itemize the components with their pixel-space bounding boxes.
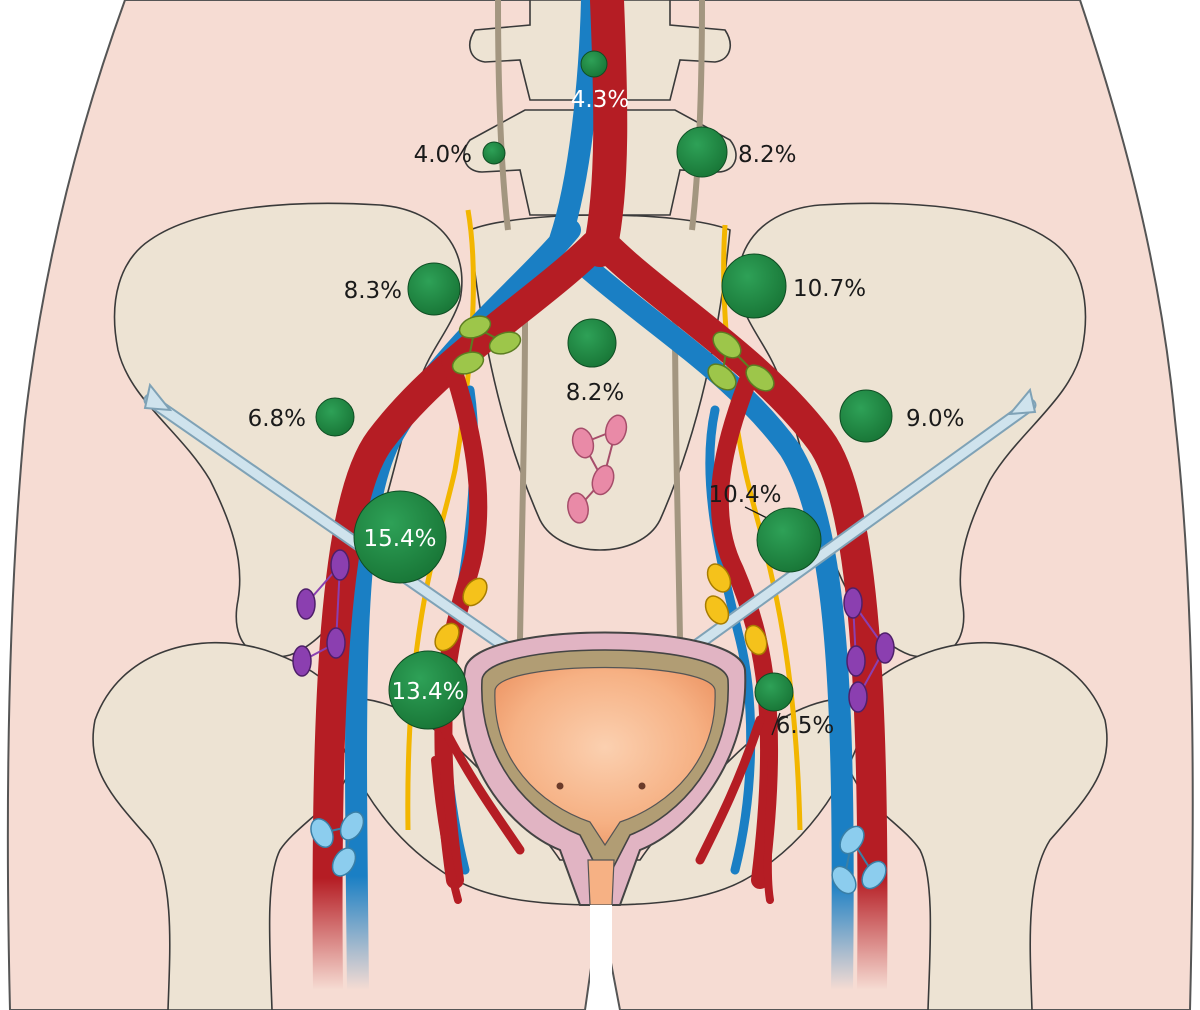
lymph-node-chains: [292, 315, 895, 895]
node-marker-external-iliac-upper-left: [839, 389, 893, 443]
left-femur-bone: [843, 641, 1108, 1010]
common-iliac-lymph-green: [451, 315, 775, 392]
node-label-obturator-right: 13.4%: [391, 679, 464, 705]
node-marker-paracaval-right: [482, 141, 506, 165]
node-label-paracaval-right: 4.0%: [414, 142, 472, 168]
bladder: [461, 631, 747, 1010]
left-iliac-vein: [579, 259, 854, 1001]
node-marker-obturator-right: [388, 650, 468, 730]
inguinal-lymph-blue: [310, 811, 887, 895]
node-marker-obturator-left: [754, 672, 794, 712]
node-label-paraaortic-left: 8.2%: [738, 142, 796, 168]
catheters: [143, 382, 1037, 657]
node-label-paraaortic-center: 4.3%: [571, 87, 629, 113]
left-ureteric-orifice: [638, 782, 646, 790]
urethra: [587, 859, 615, 906]
node-label-presacral: 8.2%: [566, 380, 624, 406]
left-catheter-tip: [1007, 387, 1037, 416]
left-common-iliac-artery: [590, 230, 888, 1005]
metastasis-markers: 4.3% 4.0% 8.2% 8.3% 10.7% 8.2% 6.8% 9.0%…: [248, 50, 964, 739]
arteries: [312, 0, 888, 1005]
left-ureter: [721, 224, 803, 831]
node-marker-common-iliac-right: [407, 262, 461, 316]
node-label-common-iliac-right: 8.3%: [344, 278, 402, 304]
presacral-lymph-pink: [567, 414, 628, 524]
node-marker-external-iliac-right: [353, 490, 447, 584]
vena-cava: [549, 0, 603, 251]
node-marker-external-iliac-upper-right: [315, 397, 355, 437]
leader-line-6-5: [771, 712, 781, 736]
node-label-external-iliac-right: 15.4%: [363, 526, 436, 552]
node-marker-common-iliac-left: [721, 253, 787, 319]
node-marker-paraaortic-left: [676, 126, 728, 178]
node-label-internal-iliac-left: 10.4%: [708, 482, 781, 508]
node-label-external-iliac-upper-left: 9.0%: [906, 406, 964, 432]
right-ureteric-orifice: [556, 782, 564, 790]
external-iliac-lymph-purple: [292, 549, 895, 713]
right-femur-bone: [92, 641, 357, 1010]
node-label-common-iliac-left: 10.7%: [793, 276, 866, 302]
urethral-opening: [590, 905, 612, 1010]
aorta: [583, 0, 628, 267]
obturator-lymph-yellow: [434, 563, 768, 656]
node-label-external-iliac-upper-right: 6.8%: [248, 406, 306, 432]
bladder-lumen: [494, 666, 716, 847]
paraspinal-lines: [495, 0, 705, 641]
node-marker-presacral: [567, 318, 617, 368]
right-catheter-tip: [143, 382, 173, 412]
node-marker-internal-iliac-left: [756, 507, 822, 573]
node-marker-paraaortic-center: [580, 50, 608, 78]
skeleton: [92, 0, 1108, 1010]
node-label-obturator-left: 6.5%: [776, 713, 834, 739]
right-common-iliac-artery: [312, 230, 610, 1005]
right-internal-iliac-artery: [434, 351, 488, 889]
